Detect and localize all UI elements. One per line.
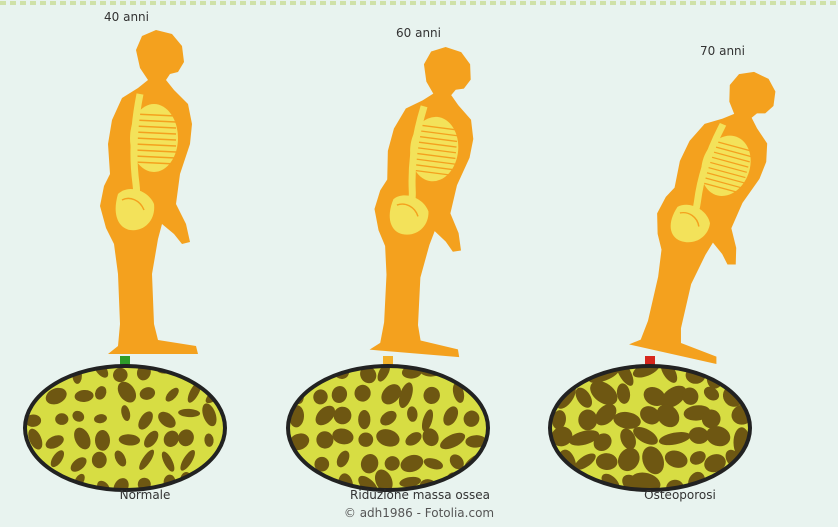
person-figure-1 [100,30,198,354]
age-label-70: 70 anni [700,44,745,58]
pore [358,410,370,429]
caption-reduced-bone-mass: Riduzione massa ossea [330,488,510,502]
bone-tissue-circle-1 [23,356,226,499]
pore [287,467,314,495]
image-credit: © adh1986 - Fotolia.com [0,506,838,520]
pore [731,356,752,384]
pore [202,361,221,381]
body-silhouette [100,30,198,354]
pore [553,474,580,493]
body-silhouette [362,42,488,357]
pore [33,368,49,382]
caption-osteoporosis: Osteoporosi [605,488,755,502]
person-figure-2 [362,42,488,357]
body-silhouette [621,60,794,364]
pore [469,364,485,386]
pore [55,413,68,425]
age-label-40: 40 anni [104,10,149,24]
pore [549,361,572,387]
pore [27,476,40,495]
bone-tissue-circle-3 [548,356,756,497]
pore [284,363,308,387]
person-figure-3 [621,60,794,364]
caption-normal: Normale [70,488,220,502]
age-label-60: 60 anni [396,26,441,40]
bone-tissue-circle-2 [284,356,489,499]
